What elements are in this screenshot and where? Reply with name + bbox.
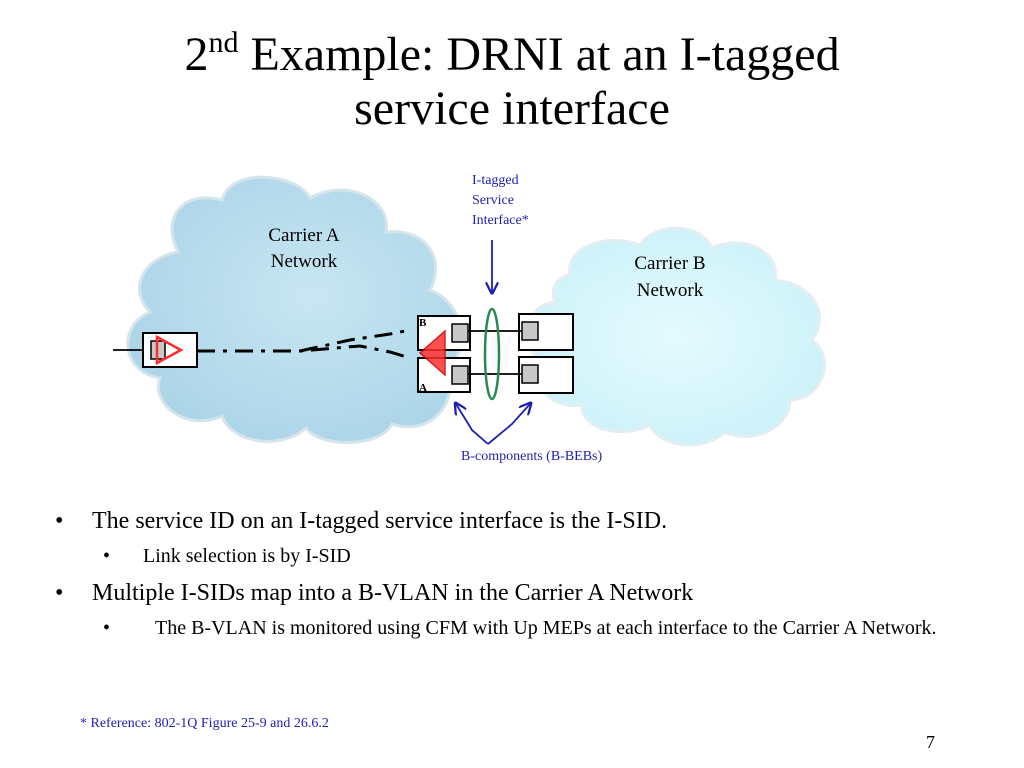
left-mep-icon <box>155 334 184 366</box>
carrier-b-node-top-port <box>521 321 539 341</box>
title-line2: service interface <box>354 82 670 135</box>
reference-footnote: * Reference: 802-1Q Figure 25-9 and 26.6… <box>80 716 329 731</box>
carrier-b-label-line2: Network <box>637 280 704 301</box>
bullet-item-1: • The service ID on an I-tagged service … <box>55 506 995 536</box>
slide-title: 2nd Example: DRNI at an I-tagged service… <box>0 28 1024 136</box>
bullet-text: The service ID on an I-tagged service in… <box>92 508 668 534</box>
bullet-marker: • <box>103 617 111 639</box>
bcomponents-label: B-components (B-BEBs) <box>461 449 602 464</box>
bcomponent-arrow-left <box>456 404 489 445</box>
title-prefix: 2 <box>184 28 209 81</box>
bullet-text: Multiple I-SIDs map into a B-VLAN in the… <box>92 580 694 606</box>
itagged-label-line1: I-tagged <box>472 173 519 188</box>
title-superscript: nd <box>208 26 239 59</box>
bullet-item-2: • Multiple I-SIDs map into a B-VLAN in t… <box>55 578 995 608</box>
carrier-a-label-line1: Carrier A <box>268 225 340 246</box>
carrier-b-label-line1: Carrier B <box>634 253 705 274</box>
carrier-b-node-bottom-port <box>521 364 539 384</box>
b-component-a-port <box>451 365 469 385</box>
node-a-label: A <box>419 382 427 394</box>
carrier-a-cloud <box>126 175 464 444</box>
lag-ring <box>483 307 501 401</box>
itagged-label-line3: Interface* <box>472 213 529 228</box>
network-diagram: Carrier A Network Carrier B Network B A … <box>113 173 826 464</box>
page-number: 7 <box>926 732 935 752</box>
bullet-text: The B-VLAN is monitored using CFM with U… <box>155 617 937 639</box>
node-b-label: B <box>419 317 427 329</box>
title-line1: Example: DRNI at an I-tagged <box>238 28 840 81</box>
up-mep-icon <box>418 329 446 377</box>
itagged-label-line2: Service <box>472 193 514 208</box>
bullet-marker: • <box>55 580 64 606</box>
bcomponent-arrow-right <box>487 404 530 445</box>
bullet-subitem-2: • The B-VLAN is monitored using CFM with… <box>55 614 995 642</box>
carrier-b-node-top <box>518 313 574 351</box>
carrier-a-label-line2: Network <box>271 251 338 272</box>
bullet-marker: • <box>55 508 64 534</box>
bullet-list: • The service ID on an I-tagged service … <box>55 506 995 650</box>
bullet-text: Link selection is by I-SID <box>143 545 351 567</box>
b-component-b-port <box>451 323 469 343</box>
bullet-subitem-1: • Link selection is by I-SID <box>55 542 995 570</box>
bullet-marker: • <box>103 545 111 567</box>
bvlan-path-lower <box>197 344 411 360</box>
